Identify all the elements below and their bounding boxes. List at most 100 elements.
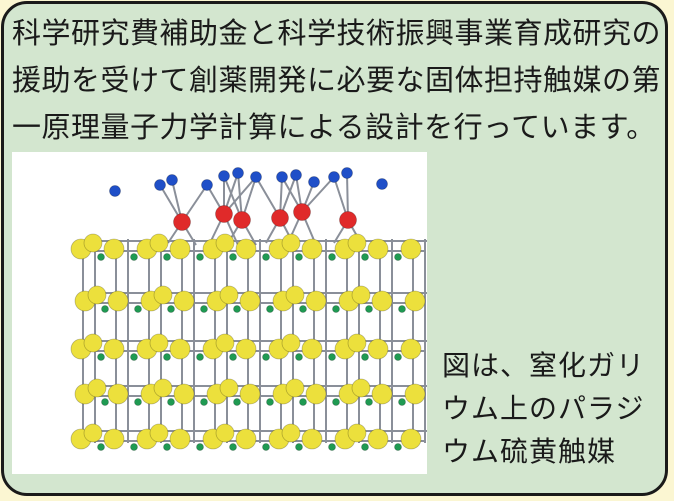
sulfur-atom [239,383,261,405]
sulfur-atom [107,290,129,312]
adsorbate-atom [276,171,288,183]
sulfur-atom [351,378,371,398]
adsorbate-atom [308,176,320,188]
sulfur-atom [149,423,169,443]
nitrogen-atom [299,398,307,406]
sulfur-atom [404,290,426,312]
nitrogen-atom [262,253,270,261]
adsorbate-atom [376,178,388,190]
sulfur-atom [305,383,327,405]
nitrogen-atom [163,443,171,451]
sulfur-atom [301,428,323,450]
palladium-atom [215,205,233,223]
nitrogen-atom [130,253,138,261]
nitrogen-atom [328,253,336,261]
info-panel: 科学研究費補助金と科学技術振興事業育成研究の援助を受けて創薬開発に必要な固体担持… [1,1,668,496]
sulfur-atom [169,428,191,450]
nitrogen-atom [167,305,175,313]
nitrogen-atom [295,353,303,361]
sulfur-atom [281,423,301,443]
sulfur-atom [215,333,235,353]
sulfur-atom [103,338,125,360]
nitrogen-atom [398,305,406,313]
sulfur-atom [103,238,125,260]
intro-text: 科学研究費補助金と科学技術振興事業育成研究の援助を受けて創薬開発に必要な固体担持… [12,16,662,144]
nitrogen-atom [328,443,336,451]
nitrogen-atom [101,398,109,406]
nitrogen-atom [394,443,402,451]
nitrogen-atom [97,253,105,261]
nitrogen-atom [196,443,204,451]
nitrogen-atom [229,353,237,361]
nitrogen-atom [233,398,241,406]
sulfur-atom [169,238,191,260]
sulfur-atom [285,378,305,398]
nitrogen-atom [394,253,402,261]
nitrogen-atom [398,398,406,406]
sulfur-atom [149,233,169,253]
sulfur-atom [107,383,129,405]
sulfur-atom [87,285,107,305]
adsorbate-atom [154,179,166,191]
nitrogen-atom [200,398,208,406]
sulfur-atom [404,383,426,405]
adsorbate-atom [218,170,230,182]
nitrogen-atom [361,253,369,261]
nitrogen-atom [266,398,274,406]
nitrogen-atom [229,443,237,451]
nitrogen-atom [262,353,270,361]
sulfur-atom [87,378,107,398]
nitrogen-atom [295,443,303,451]
nitrogen-atom [332,398,340,406]
sulfur-atom [215,233,235,253]
sulfur-atom [153,285,173,305]
nitrogen-atom [130,443,138,451]
sulfur-atom [169,338,191,360]
nitrogen-atom [196,253,204,261]
sulfur-atom [371,383,393,405]
nitrogen-atom [167,398,175,406]
sulfur-atom [103,428,125,450]
palladium-atom [233,211,251,229]
adsorbate-atom [290,169,302,181]
adsorbate-atom [201,179,213,191]
nitrogen-atom [394,353,402,361]
nitrogen-atom [101,305,109,313]
sulfur-atom [367,338,389,360]
sulfur-atom [400,238,422,260]
sulfur-atom [83,423,103,443]
nitrogen-atom [196,353,204,361]
sulfur-atom [153,378,173,398]
sulfur-atom [400,428,422,450]
sulfur-atom [347,233,367,253]
adsorbate-atom [166,174,178,186]
sulfur-atom [219,285,239,305]
sulfur-atom [301,338,323,360]
adsorbate-atom [109,185,121,197]
nitrogen-atom [266,305,274,313]
nitrogen-atom [134,398,142,406]
nitrogen-atom [130,353,138,361]
sulfur-atom [83,233,103,253]
nitrogen-atom [299,305,307,313]
sulfur-atom [347,333,367,353]
sulfur-atom [281,233,301,253]
nitrogen-atom [134,305,142,313]
sulfur-atom [173,383,195,405]
nitrogen-atom [229,253,237,261]
sulfur-atom [235,428,257,450]
sulfur-atom [215,423,235,443]
sulfur-atom [281,333,301,353]
adsorbate-atom [341,167,353,179]
figure-caption: 図は、窒化ガリウム上のパラジウム硫黄触媒 [442,349,646,468]
nitrogen-atom [233,305,241,313]
sulfur-atom [235,238,257,260]
adsorbate-atom [232,167,244,179]
catalyst-structure-figure [12,152,427,474]
nitrogen-atom [332,305,340,313]
crystal-structure-illustration [70,167,427,451]
sulfur-atom [235,338,257,360]
sulfur-atom [400,338,422,360]
adsorbate-atom [250,171,262,183]
nitrogen-atom [163,253,171,261]
